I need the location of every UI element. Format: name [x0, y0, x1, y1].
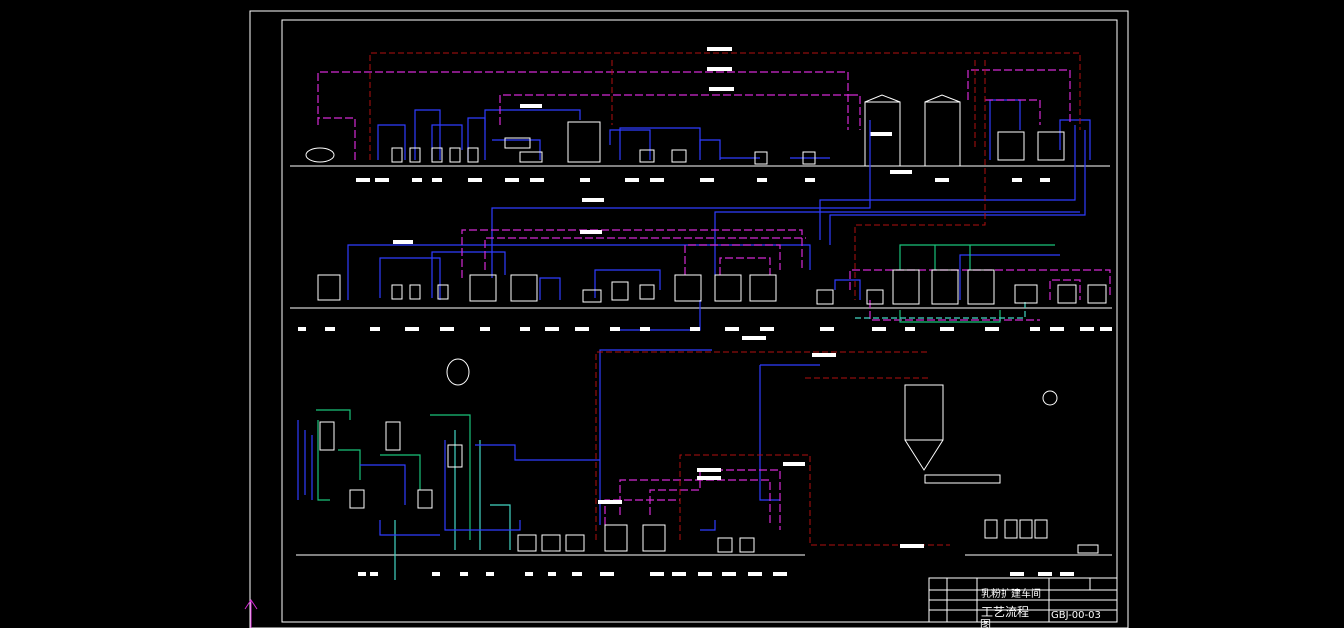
title-block: 乳粉扩建车间 工艺流程 图 GBJ-00-03: [928, 577, 1118, 628]
row-2-process: [290, 60, 1112, 525]
drawing-number: GBJ-00-03: [1051, 610, 1101, 621]
up-arrow-icon: [244, 599, 258, 628]
drawing-title: 工艺流程: [981, 604, 1029, 619]
drawing-frame: [249, 10, 1129, 628]
row-1-process: [290, 47, 1110, 245]
row-3-process: [296, 351, 1112, 580]
project-name: 乳粉扩建车间: [981, 587, 1041, 600]
drawing-title-overflow: 图: [980, 618, 991, 628]
